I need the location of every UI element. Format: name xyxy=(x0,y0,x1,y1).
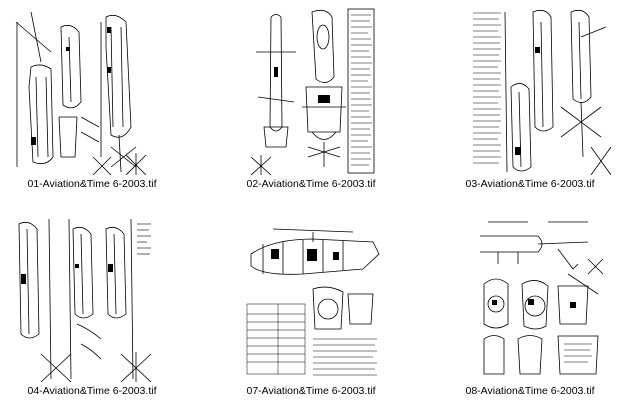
thumbnail-tile-08[interactable]: 08-Aviation&Time 6-2003.tif xyxy=(441,207,619,403)
thumbnail-tile-07[interactable]: 07-Aviation&Time 6-2003.tif xyxy=(222,207,400,403)
helicopter-side-views-icon[interactable] xyxy=(471,7,611,175)
thumbnail-tile-03[interactable]: 03-Aviation&Time 6-2003.tif xyxy=(441,0,619,196)
helicopter-top-view-icon[interactable] xyxy=(246,7,376,175)
thumbnail-filename[interactable]: 04-Aviation&Time 6-2003.tif xyxy=(27,385,157,397)
thumbnail-filename[interactable]: 08-Aviation&Time 6-2003.tif xyxy=(465,385,595,397)
helicopter-side-views-icon[interactable] xyxy=(11,7,155,175)
thumbnail-filename[interactable]: 01-Aviation&Time 6-2003.tif xyxy=(27,178,157,190)
helicopter-cutaway-icon[interactable] xyxy=(243,214,381,382)
thumbnail-filename[interactable]: 03-Aviation&Time 6-2003.tif xyxy=(465,178,595,190)
thumbnail-tile-04[interactable]: 04-Aviation&Time 6-2003.tif xyxy=(3,207,181,403)
thumbnail-tile-02[interactable]: 02-Aviation&Time 6-2003.tif xyxy=(222,0,400,196)
helicopter-fuselage-views-icon[interactable] xyxy=(11,214,155,382)
thumbnail-tile-01[interactable]: 01-Aviation&Time 6-2003.tif xyxy=(3,0,181,196)
helicopter-details-icon[interactable] xyxy=(478,214,608,382)
thumbnail-filename[interactable]: 07-Aviation&Time 6-2003.tif xyxy=(246,385,376,397)
thumbnail-filename[interactable]: 02-Aviation&Time 6-2003.tif xyxy=(246,178,376,190)
